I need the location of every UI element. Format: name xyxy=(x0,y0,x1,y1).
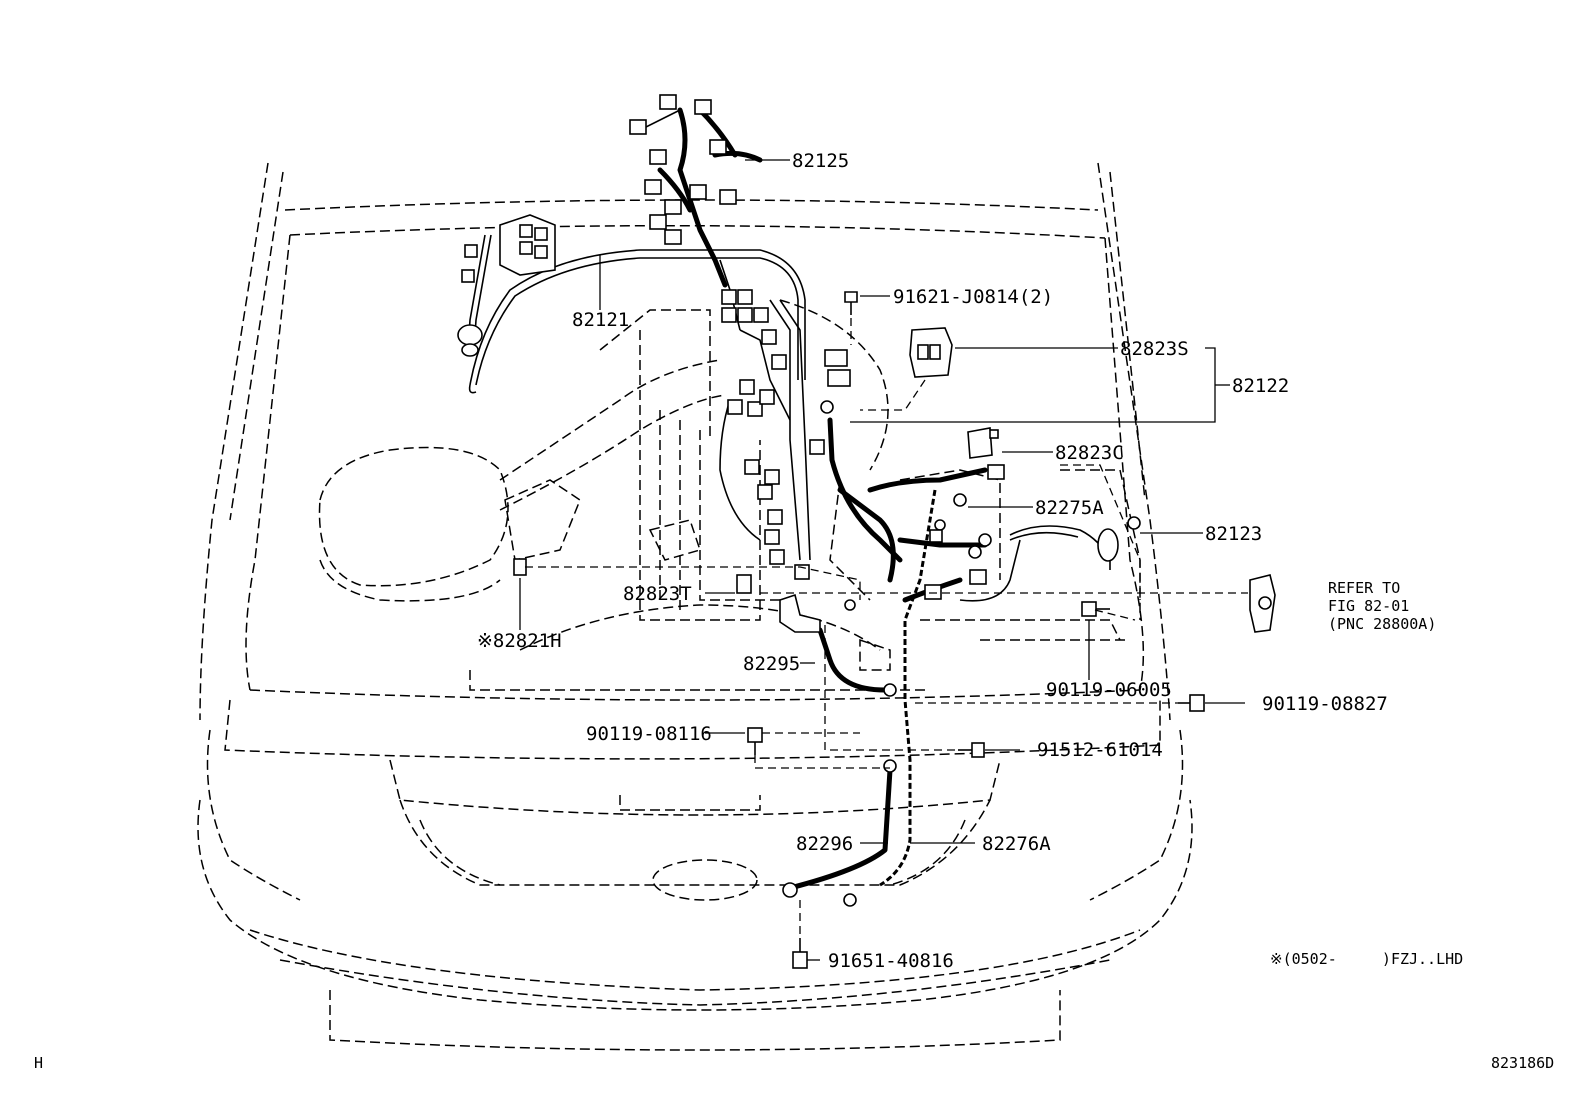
label-82276A: 82276A xyxy=(982,833,1051,855)
refer-note-line2: FIG 82-01 xyxy=(1328,597,1409,615)
label-82823S: 82823S xyxy=(1120,338,1189,360)
label-82295: 82295 xyxy=(743,653,800,675)
harness-connectors xyxy=(721,289,851,580)
engine-components xyxy=(318,299,1141,671)
applicability-note: ※(0502- )FZJ..LHD xyxy=(1270,950,1463,968)
label-82122: 82122 xyxy=(1232,375,1289,397)
label-82821H: ※82821H xyxy=(477,630,562,652)
small-parts xyxy=(513,291,1276,969)
label-91512-61014: 91512-61014 xyxy=(1037,739,1163,761)
refer-note-line3: (PNC 28800A) xyxy=(1328,615,1436,633)
label-82296: 82296 xyxy=(796,833,853,855)
label-82823T: 82823T xyxy=(623,583,692,605)
label-82275A: 82275A xyxy=(1035,497,1104,519)
label-91651-40816: 91651-40816 xyxy=(828,950,954,972)
label-82123: 82123 xyxy=(1205,523,1262,545)
corner-mark: H xyxy=(34,1054,43,1072)
vehicle-outline xyxy=(197,162,1193,1051)
label-82121: 82121 xyxy=(572,309,629,331)
label-90119-08116: 90119-08116 xyxy=(586,723,712,745)
figure-code: 823186D xyxy=(1491,1054,1554,1072)
leader-lines xyxy=(519,159,1248,961)
label-82125: 82125 xyxy=(792,150,849,172)
refer-note-line1: REFER TO xyxy=(1328,579,1400,597)
label-82823C: 82823C xyxy=(1055,442,1124,464)
harness-82121 xyxy=(457,214,811,561)
label-91621-J0814: 91621-J0814(2) xyxy=(893,286,1053,308)
label-90119-06005: 90119-06005 xyxy=(1046,679,1172,701)
cable-terminals xyxy=(782,400,1141,907)
part-labels: 82125 82121 91621-J0814(2) 82823S 82122 … xyxy=(477,150,1388,972)
label-90119-08827: 90119-08827 xyxy=(1262,693,1388,715)
harness-82125 xyxy=(629,94,763,288)
battery-cables xyxy=(787,417,1119,891)
refer-note: REFER TO FIG 82-01 (PNC 28800A) xyxy=(1328,579,1436,633)
